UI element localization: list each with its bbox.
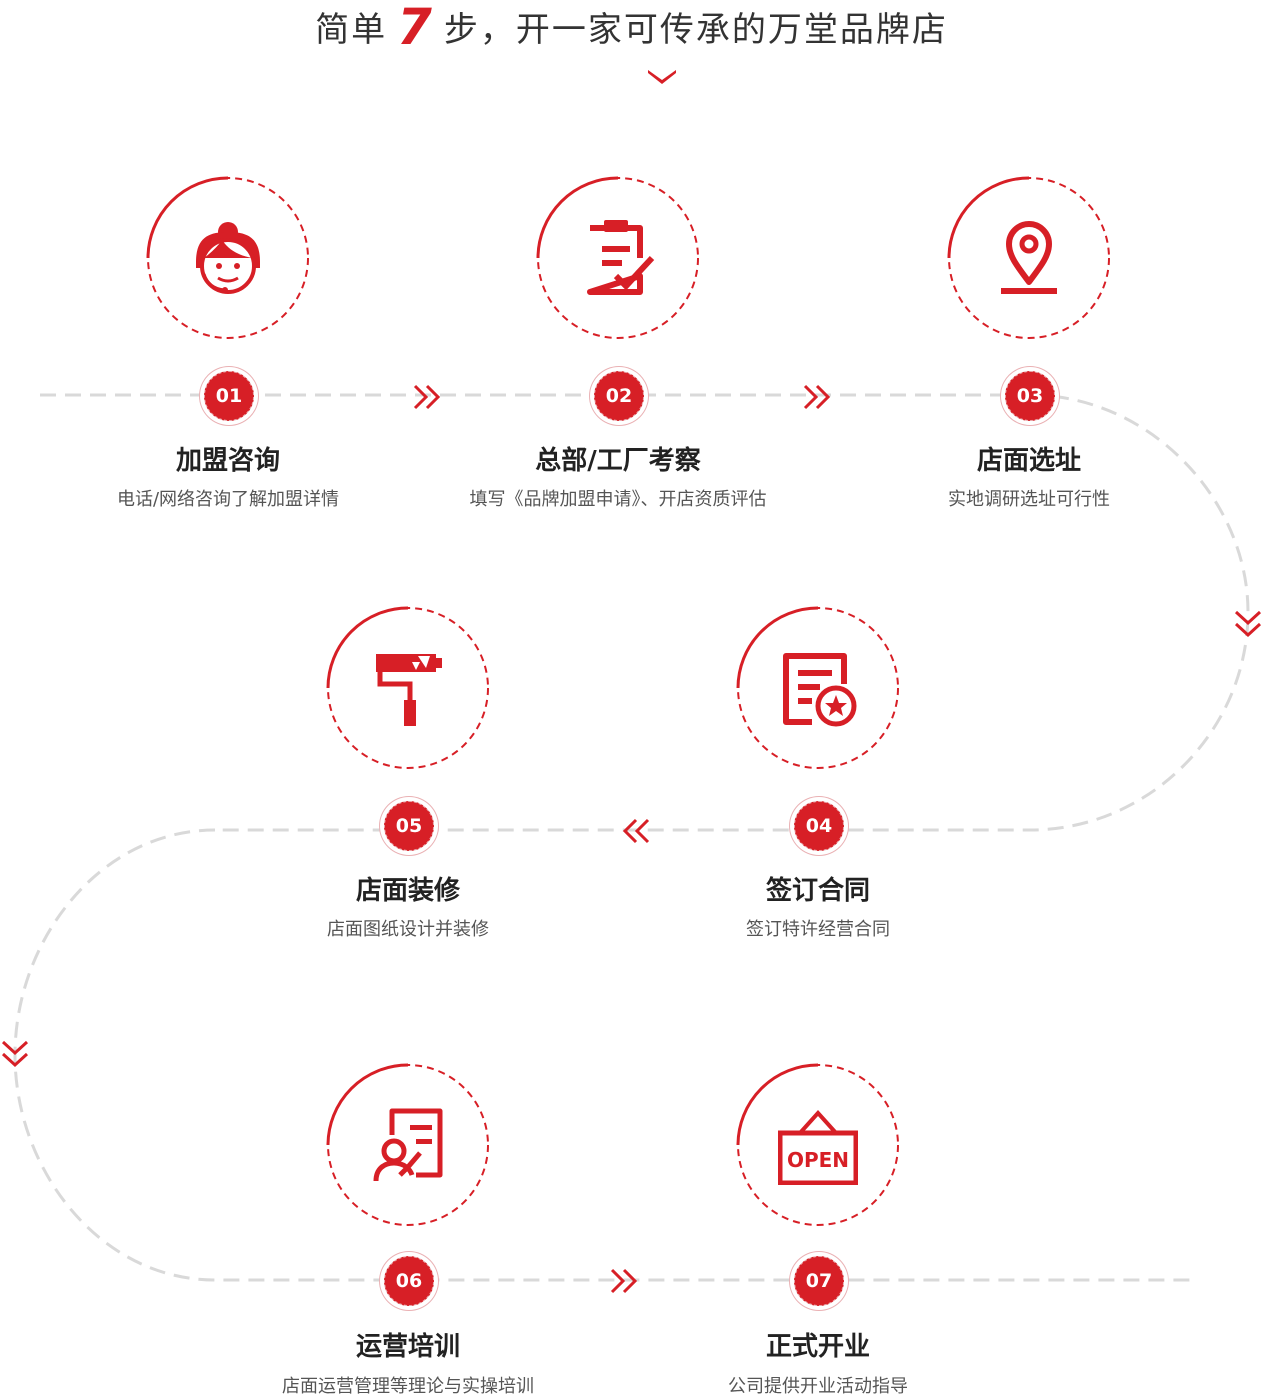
step-number-badge: 04 [794,801,844,851]
step-04: 04 签订合同 签订特许经营合同 [618,605,1018,945]
step-01: 01 加盟咨询 电话/网络咨询了解加盟详情 [28,175,428,515]
step-title: 店面装修 [355,876,460,906]
title-suffix: 步，开一家可传承的万堂品牌店 [443,10,948,50]
step-title: 加盟咨询 [175,446,280,476]
step-description: 填写《品牌加盟申请》、开店资质评估 [469,489,767,510]
step-number-badge: 03 [1005,371,1055,421]
step-07: OPEN 07 正式开业 公司提供开业活动指导 [618,1062,1018,1397]
step-number-badge: 06 [384,1256,434,1306]
step-02: 02 总部/工厂考察 填写《品牌加盟申请》、开店资质评估 [418,175,818,515]
title-number: 7 [397,0,434,56]
step-circle [146,176,309,339]
step-03: 03 店面选址 实地调研选址可行性 [829,175,1229,515]
customer-service-icon [196,222,260,294]
step-title: 店面选址 [976,446,1081,476]
step-circle [326,606,489,769]
step-circle [536,176,699,339]
step-05: 05 店面装修 店面图纸设计并装修 [208,605,608,945]
step-number-badge: 01 [204,371,254,421]
step-circle [326,1063,489,1226]
step-description: 店面图纸设计并装修 [327,919,489,940]
step-title: 签订合同 [765,876,870,906]
step-number-badge: 05 [384,801,434,851]
step-description: 实地调研选址可行性 [948,489,1110,510]
chevron-right-icon [413,384,441,410]
step-description: 签订特许经营合同 [746,919,890,940]
step-title: 运营培训 [355,1332,460,1362]
chevron-down-icon [1,1040,29,1068]
open-sign-text: OPEN [787,1148,849,1172]
header-chevron-icon [648,70,676,84]
contract-star-icon [783,653,857,727]
step-circle [736,606,899,769]
step-06: 06 运营培训 店面运营管理等理论与实操培训 [208,1062,608,1397]
step-title: 总部/工厂考察 [535,446,701,476]
location-pin-icon [1001,221,1057,294]
step-description: 店面运营管理等理论与实操培训 [282,1376,534,1397]
chevron-left-icon [622,818,650,844]
open-sign-icon: OPEN [778,1110,858,1185]
chevron-right-icon [610,1268,638,1294]
step-description: 公司提供开业活动指导 [728,1376,908,1397]
paint-roller-icon [376,654,442,726]
chevron-right-icon [803,384,831,410]
training-doc-icon [373,1108,443,1182]
clipboard-check-icon [587,220,655,295]
step-number-badge: 07 [794,1256,844,1306]
step-number-badge: 02 [594,371,644,421]
step-circle [947,176,1110,339]
step-title: 正式开业 [765,1332,870,1362]
title-prefix: 简单 [315,10,388,50]
step-description: 电话/网络咨询了解加盟详情 [116,489,340,510]
chevron-down-icon [1234,610,1262,638]
step-circle [736,1063,899,1226]
